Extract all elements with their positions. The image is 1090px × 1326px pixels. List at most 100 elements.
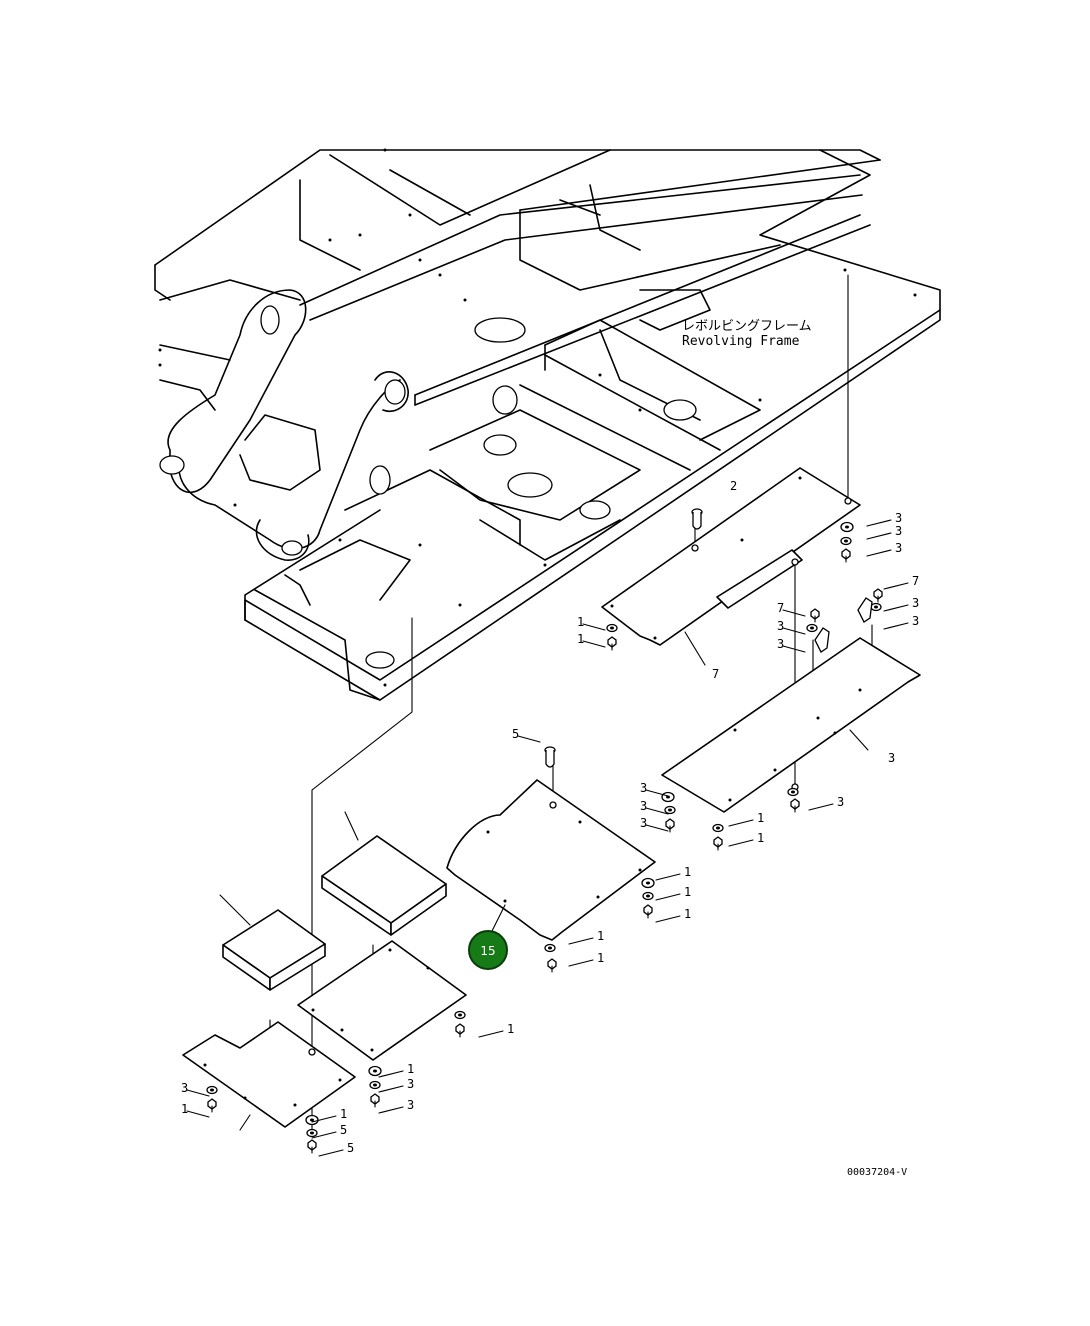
part-number-mark: 1 [655,885,691,901]
pad-block-a [321,811,447,936]
washer-icon [806,623,818,633]
part-number-label: 3 [895,541,902,555]
part-number-label: 2 [730,479,737,493]
pin-icon [544,746,556,768]
part-number-mark: 3 [777,619,806,635]
bolt-icon [643,904,653,919]
part-number-mark: 1 [728,811,764,827]
part-number-label: 7 [777,601,784,615]
part-number-label: 5 [340,1123,347,1137]
part-number-label: 3 [837,795,844,809]
fasteners [206,508,883,1154]
part-number-label: 1 [407,1062,414,1076]
part-number-label: 3 [895,511,902,525]
cover-panel-lower-a [297,940,467,1061]
washer-icon [840,536,852,546]
part-number-label: 7 [712,667,719,681]
part-number-mark: 3 [888,751,895,765]
bolt-icon [547,958,557,973]
part-number-label: 3 [640,816,647,830]
part-number-label: 3 [888,751,895,765]
part-number-mark: 1 [655,907,691,923]
part-number-label: 1 [597,951,604,965]
washer-icon [306,1128,318,1138]
callout-badge-number[interactable]: 15 [480,944,495,958]
part-number-mark: 2 [730,479,737,493]
washer-icon [661,791,675,803]
part-number-label: 3 [181,1081,188,1095]
pad-block-b [219,894,326,991]
part-number-label: 1 [684,865,691,879]
bolt-icon [370,1093,380,1108]
cover-panel-curved [446,779,656,941]
bolt-icon [307,1139,317,1154]
bolt-icon [810,608,820,623]
part-number-mark: 7 [712,667,719,681]
part-number-label: 5 [347,1141,354,1155]
part-number-label: 3 [777,619,784,633]
part-number-mark: 3 [378,1098,414,1114]
frame-label: レボルビングフレーム Revolving Frame [682,319,812,349]
part-number-mark: 3 [866,541,902,557]
part-number-mark: 3 [181,1081,210,1097]
part-number-label: 3 [912,614,919,628]
part-number-mark: 1 [728,831,764,847]
part-number-mark: 1 [568,929,604,945]
part-number-mark: 1 [655,865,691,881]
cover-panel-upper [601,467,861,666]
part-number-mark: 3 [866,524,902,540]
part-number-label: 1 [757,811,764,825]
revolving-frame [154,148,941,701]
part-number-label: 1 [684,885,691,899]
washer-icon [664,805,676,815]
part-number-mark: 3 [640,799,669,815]
part-number-label: 1 [507,1022,514,1036]
bolt-icon [873,588,883,603]
bolt-icon [607,636,617,651]
part-number-mark: 3 [777,637,806,653]
part-number-mark: 7 [777,601,806,617]
washer-icon [642,891,654,901]
bolt-icon [665,818,675,833]
frame-label-jp: レボルビングフレーム [682,319,812,334]
part-number-mark: 5 [311,1123,347,1139]
washer-icon [606,623,618,633]
part-number-mark: 3 [808,795,844,811]
part-number-mark: 3 [640,781,669,797]
part-number-mark: 3 [883,614,919,630]
part-number-mark: 1 [478,1022,514,1038]
callout-badge[interactable]: 15 [468,930,508,970]
washer-icon [369,1080,381,1090]
washer-icon [544,943,556,953]
part-number-label: 3 [912,596,919,610]
part-number-label: 1 [757,831,764,845]
part-number-label: 1 [577,632,584,646]
part-number-mark: 1 [378,1062,414,1078]
part-number-mark: 5 [512,727,541,743]
part-number-label: 3 [407,1077,414,1091]
bolt-icon [841,548,851,563]
drawing-code: 00037204-V [847,1167,907,1178]
part-number-mark: 1 [568,951,604,967]
washer-icon [787,787,799,797]
part-number-label: 3 [640,799,647,813]
part-number-label: 3 [895,524,902,538]
callout-badge-circle[interactable] [468,930,508,970]
part-number-mark: 3 [883,596,919,612]
washer-icon [305,1114,319,1126]
pin-icon [691,508,703,530]
cover-panel-lower-b [182,1021,356,1131]
part-number-mark: 1 [311,1107,347,1123]
washer-icon [206,1085,218,1095]
part-number-label: 1 [181,1102,188,1116]
part-number-mark: 1 [577,632,606,648]
bracket-icon [857,597,873,623]
part-number-mark: 3 [640,816,669,832]
part-number-mark: 3 [378,1077,414,1093]
part-number-label: 1 [597,929,604,943]
part-number-label: 3 [640,781,647,795]
washer-icon [712,823,724,833]
part-number-mark: 3 [866,511,902,527]
